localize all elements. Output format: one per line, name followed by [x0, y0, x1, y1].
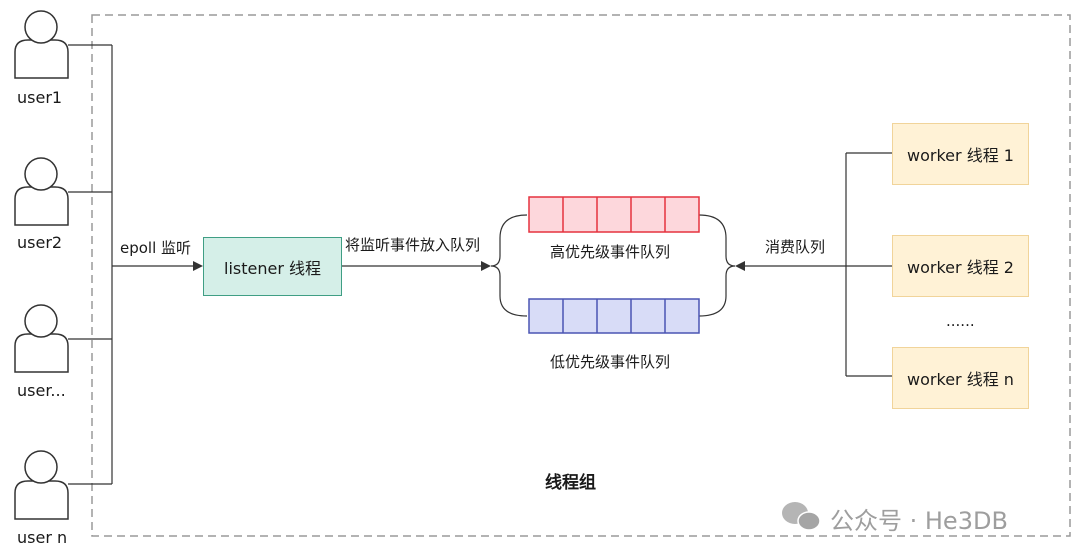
user-connector-lines	[68, 44, 196, 485]
queue-brace-right	[698, 214, 736, 317]
arrowhead-from-workers	[735, 261, 745, 271]
user-icon	[14, 304, 69, 373]
arrowhead-to-listener	[193, 261, 203, 271]
consume-edge-label: 消费队列	[765, 238, 826, 256]
worker-ellipsis: ......	[946, 312, 975, 330]
user-label: user2	[17, 233, 63, 252]
worker-thread-label: worker 线程 n	[907, 370, 1014, 389]
worker-connector-lines	[745, 152, 892, 377]
worker-thread-box: worker 线程 2	[892, 235, 1029, 297]
worker-thread-box: worker 线程 n	[892, 347, 1029, 409]
low-priority-queue	[528, 298, 700, 334]
wechat-icon	[782, 502, 821, 531]
listener-thread-box: listener 线程	[203, 237, 342, 296]
enqueue-edge-label: 将监听事件放入队列	[345, 236, 481, 254]
user-label: user...	[17, 381, 66, 400]
user-label: user n	[17, 528, 68, 547]
arrowhead-to-queues	[481, 261, 491, 271]
high-priority-queue-label: 高优先级事件队列	[550, 243, 671, 261]
worker-thread-label: worker 线程 2	[907, 258, 1014, 277]
user-icon	[14, 450, 69, 520]
epoll-edge-label: epoll 监听	[120, 239, 192, 257]
high-priority-queue	[528, 196, 700, 233]
user-icon	[14, 10, 69, 79]
queue-brace-left	[490, 214, 528, 317]
low-priority-queue-label: 低优先级事件队列	[550, 353, 671, 371]
watermark-text: 公众号 · He3DB	[830, 507, 1008, 535]
user-icon	[14, 157, 69, 226]
worker-thread-label: worker 线程 1	[907, 146, 1014, 165]
thread-group-boundary	[91, 14, 1071, 537]
thread-group-title: 线程组	[545, 473, 596, 493]
watermark: 公众号 · He3DB	[830, 501, 1008, 536]
user-label: user1	[17, 88, 63, 107]
worker-thread-box: worker 线程 1	[892, 123, 1029, 185]
listener-thread-label: listener 线程	[224, 258, 321, 278]
